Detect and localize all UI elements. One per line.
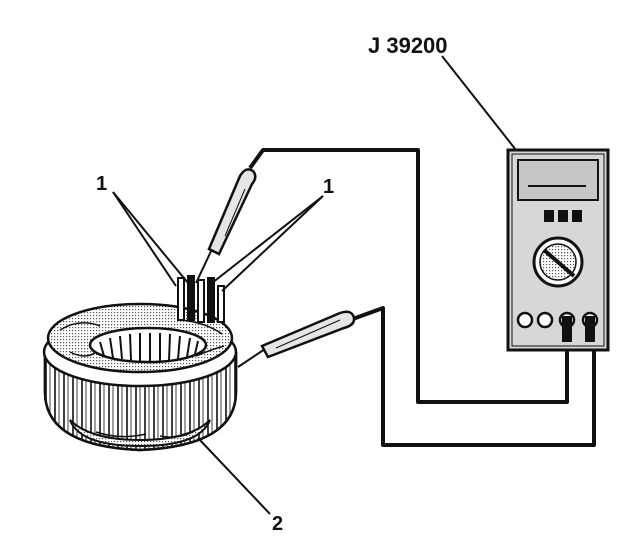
upper-lead-wire xyxy=(248,148,569,404)
callout-1-right: 1 xyxy=(323,176,334,198)
stator-lead-4 xyxy=(207,277,215,323)
stator-lead-2 xyxy=(187,275,195,321)
upper-test-probe xyxy=(195,168,257,284)
lower-lead-wire xyxy=(349,306,596,447)
tool-id-label: J 39200 xyxy=(368,33,448,58)
callout-lines xyxy=(112,55,517,515)
lower-test-probe xyxy=(237,310,356,368)
stator-assembly xyxy=(42,302,238,452)
callout-2-stator: 2 xyxy=(272,513,283,535)
test-lead-wires xyxy=(248,148,596,447)
stator-lead-5 xyxy=(217,285,225,323)
stator-winding-bottom xyxy=(69,419,211,448)
stator-leads xyxy=(177,275,225,323)
stator-lead-3 xyxy=(197,279,205,323)
callout-1-left: 1 xyxy=(96,173,107,195)
meter-buttons xyxy=(544,210,582,222)
stator-lead-1 xyxy=(177,277,185,321)
meter-display xyxy=(517,159,599,201)
stator-bore xyxy=(88,326,208,364)
digital-multimeter xyxy=(506,148,610,352)
